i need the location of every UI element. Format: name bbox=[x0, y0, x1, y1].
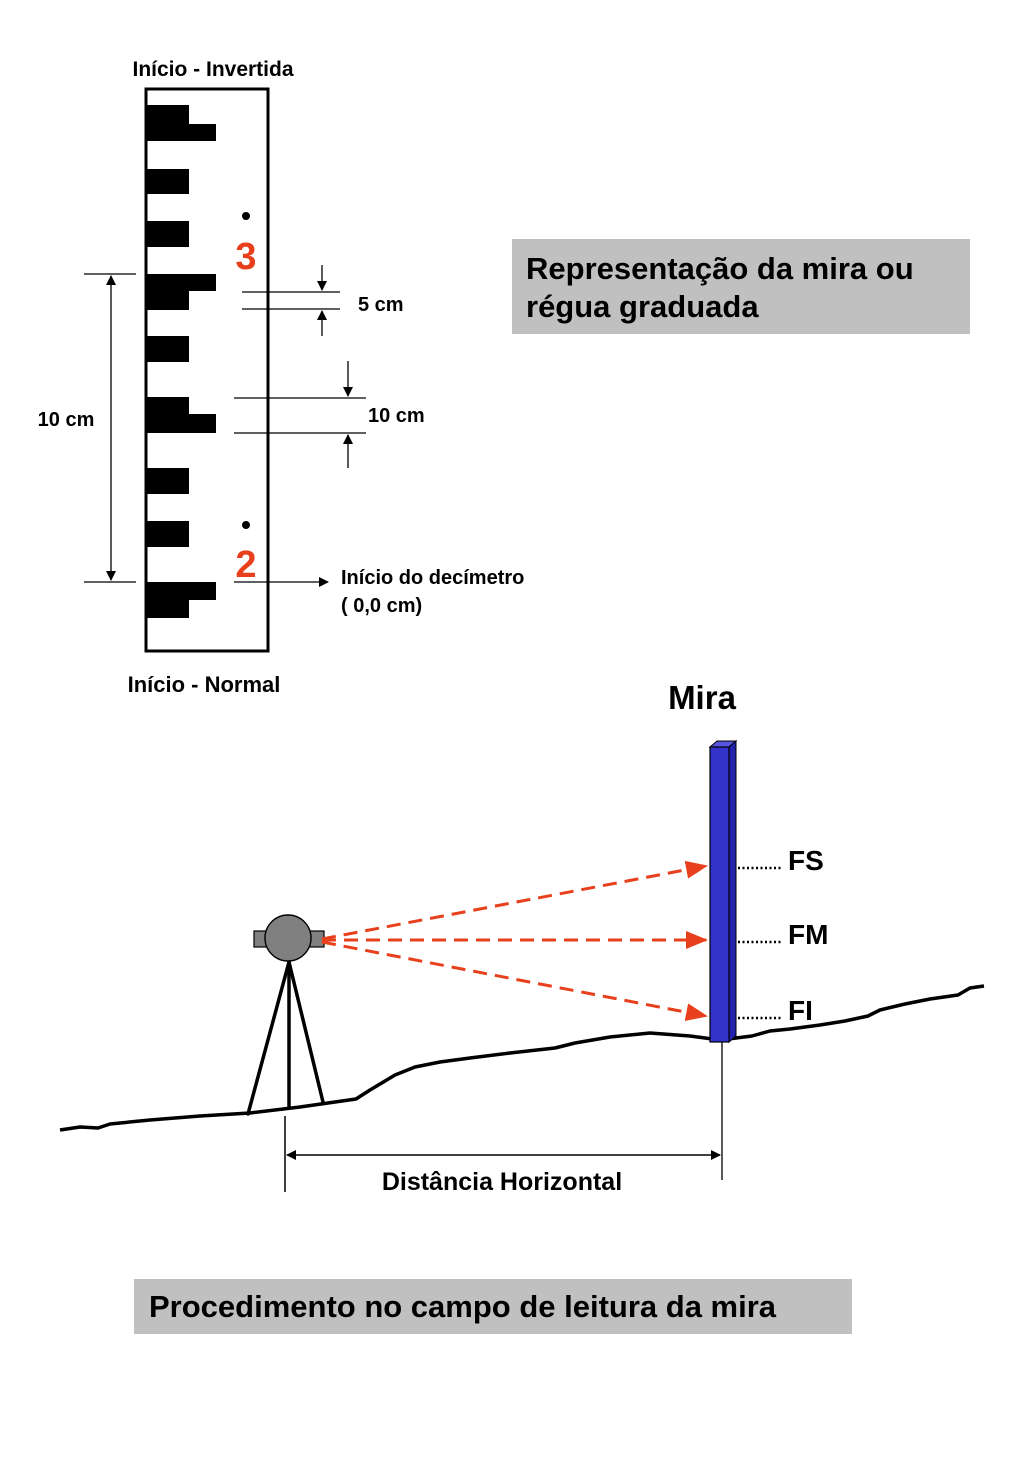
dot-marker-upper bbox=[242, 212, 250, 220]
decimeter-start-label: Início do decímetro bbox=[341, 567, 524, 589]
representation-caption-line1: Representação da mira ou bbox=[526, 251, 914, 286]
staff-number-lower: 2 bbox=[235, 544, 256, 586]
graduation-mark bbox=[146, 336, 189, 362]
decimeter-start-sublabel: ( 0,0 cm) bbox=[341, 595, 422, 617]
staff-top-label: Início - Invertida bbox=[132, 58, 293, 81]
graduation-mark bbox=[146, 521, 189, 547]
graduation-mark bbox=[146, 468, 189, 494]
sight-line-lower bbox=[321, 940, 708, 1022]
graduation-mark bbox=[146, 221, 189, 247]
dimension-5cm-label: 5 cm bbox=[358, 294, 404, 316]
graduation-mark bbox=[146, 274, 216, 310]
dimension-10cm-right-label: 10 cm bbox=[368, 405, 425, 427]
procedure-caption-box: Procedimento no campo de leitura da mira bbox=[134, 1279, 852, 1334]
level-instrument bbox=[253, 914, 325, 962]
dot-marker-lower bbox=[242, 521, 250, 529]
reading-fs-label: FS bbox=[788, 845, 824, 876]
reading-fm-label: FM bbox=[788, 919, 828, 950]
procedure-caption-text: Procedimento no campo de leitura da mira bbox=[149, 1289, 777, 1324]
reading-leaders bbox=[738, 866, 782, 1020]
graduation-mark bbox=[146, 169, 189, 194]
rod-title: Mira bbox=[668, 679, 737, 716]
reading-fi-label: FI bbox=[788, 995, 813, 1026]
staff-bottom-label: Início - Normal bbox=[128, 672, 281, 697]
field-scene: Mira bbox=[59, 679, 985, 1196]
representation-caption-line2: régua graduada bbox=[526, 289, 759, 324]
dimension-5cm bbox=[242, 265, 340, 336]
sight-lines bbox=[321, 860, 708, 1022]
graduation-mark bbox=[146, 105, 216, 141]
dimension-10cm-right bbox=[234, 361, 366, 468]
graduation-mark bbox=[146, 397, 216, 433]
dimension-10cm-left bbox=[84, 273, 136, 583]
staff-number-upper: 3 bbox=[235, 236, 256, 278]
dimension-10cm-left-label: 10 cm bbox=[38, 409, 95, 431]
staff-graduations bbox=[146, 105, 216, 618]
representation-caption-box: Representação da mira ou régua graduada bbox=[512, 239, 970, 334]
horizontal-distance-dimension bbox=[284, 1116, 721, 1192]
staff-representation: Início - Invertida 3 2 5 cm bbox=[38, 58, 525, 697]
tripod bbox=[246, 960, 325, 1116]
horizontal-distance-label: Distância Horizontal bbox=[382, 1168, 622, 1196]
graduation-mark bbox=[146, 582, 216, 618]
terrain-line bbox=[59, 984, 985, 1132]
sight-line-upper bbox=[321, 860, 708, 941]
leveling-rod bbox=[708, 739, 738, 1180]
